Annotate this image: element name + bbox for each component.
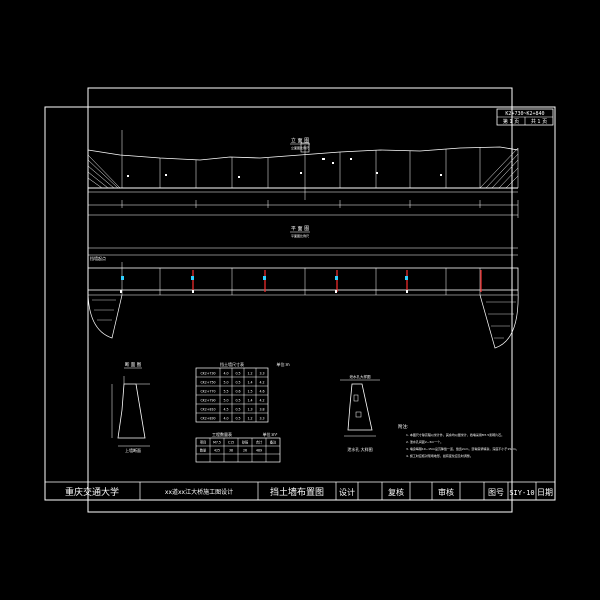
dimension-table-cell: 0.5 bbox=[235, 407, 240, 411]
dimension-table-cell: 4.6 bbox=[259, 389, 264, 393]
dimension-table-cell: 0.5 bbox=[235, 416, 240, 420]
plan-wall-band bbox=[87, 267, 519, 291]
sheet-page-no: 第 1 页 bbox=[503, 118, 519, 125]
right-slope-fan bbox=[479, 147, 519, 189]
notes: 附注: 1. 本图尺寸除高程以米计外，其余均以厘米计，挡墙采用M7.5浆砌片石。… bbox=[398, 423, 519, 458]
plan-drain-marks bbox=[121, 276, 408, 280]
title-block: 重庆交通大学 xx道xx江大桥施工图设计 挡土墙布置图 设计 复核 审核 图号 … bbox=[45, 481, 555, 500]
drain-wall-shape bbox=[347, 383, 373, 431]
elevation-segments bbox=[121, 130, 481, 200]
plan-subtitle: 平面图比例尺 bbox=[291, 233, 309, 238]
dimension-table-cell: 1.5 bbox=[247, 389, 252, 393]
dimension-table-cell: 5.5 bbox=[223, 389, 228, 393]
title-school: 重庆交通大学 bbox=[65, 486, 119, 498]
sheet-inner-frame bbox=[44, 106, 556, 501]
dimension-table-cell: 3.3 bbox=[259, 371, 264, 375]
plan-joint-marks bbox=[192, 270, 482, 292]
quantity-table-cell: 489 bbox=[256, 449, 262, 453]
dimension-table-cell: 3.3 bbox=[259, 416, 264, 420]
dimension-table-cell: CK2+810 bbox=[200, 407, 215, 411]
dimension-table-cell: 1.2 bbox=[247, 371, 252, 375]
dimension-table-cell: 0.5 bbox=[235, 371, 240, 375]
quantity-table-cell: 备注 bbox=[270, 440, 277, 445]
sheet-outer-border bbox=[87, 87, 513, 513]
plan-bottom-markers bbox=[120, 290, 408, 293]
quantity-table-cell: C15 bbox=[228, 441, 234, 445]
quantity-table-cell: 数量 bbox=[200, 448, 207, 453]
dimension-table-cell: CK2+770 bbox=[200, 389, 215, 393]
title-project: xx道xx江大桥施工图设计 bbox=[165, 488, 233, 496]
notes-line-2: 2. 泄水孔间距2~3m一个。 bbox=[406, 439, 443, 444]
dimension-table-cell: 1.3 bbox=[247, 407, 252, 411]
section-view: 断 面 图 上墙断面 bbox=[111, 361, 150, 453]
quantity-table-cell: 425 bbox=[214, 449, 220, 453]
dimension-table-cell: 4.5 bbox=[223, 407, 228, 411]
dimension-table-cell: 0.6 bbox=[235, 389, 240, 393]
elevation-subtitle: 立面图比例尺 bbox=[291, 145, 309, 150]
sheet-code: K2+730~K2+840 bbox=[505, 111, 544, 117]
dimension-table-cell: CK2+750 bbox=[200, 380, 215, 384]
dimension-table-cell: CK2+730 bbox=[200, 371, 215, 375]
dimension-table-cell: CK2+790 bbox=[200, 398, 215, 402]
dimension-table-cell: 5.0 bbox=[223, 380, 228, 384]
title-approve: 审核 bbox=[438, 487, 454, 497]
quantity-table-cell: 38 bbox=[229, 449, 233, 453]
title-date-label: 日期 bbox=[537, 488, 553, 497]
notes-line-4: 4. 施工时应核对现场地形，如有变化应及时调整。 bbox=[406, 453, 473, 458]
drain-detail: 泄水孔大样图 泄水孔 大样图 bbox=[340, 374, 380, 452]
title-drawing: 挡土墙布置图 bbox=[270, 486, 324, 498]
dimension-table-cell: 4.2 bbox=[259, 398, 264, 402]
dimension-table-cell: CK2+830 bbox=[200, 416, 215, 420]
quantity-table-unit: 单位:m³ bbox=[263, 431, 278, 437]
title-fig-no: SIY-10 bbox=[509, 489, 534, 497]
section-label: 上墙断面 bbox=[125, 447, 141, 453]
dimension-table-cell: 4.2 bbox=[259, 380, 264, 384]
elevation-markers bbox=[127, 158, 442, 178]
title-fig-label: 图号 bbox=[488, 488, 504, 497]
dimension-table-unit: 单位:m bbox=[276, 361, 289, 367]
elevation-title: 立 面 图 bbox=[291, 137, 309, 144]
title-review: 复核 bbox=[388, 487, 404, 497]
dimension-table-cell: 3.8 bbox=[259, 407, 264, 411]
dimension-table-caption: 挡土墙尺寸表 bbox=[220, 361, 244, 367]
dimension-table-cell: 0.5 bbox=[235, 398, 240, 402]
drain-detail-label: 泄水孔 大样图 bbox=[347, 446, 372, 452]
section-wall-shape bbox=[117, 383, 146, 439]
quantity-table-cell: 砂砾 bbox=[242, 440, 249, 445]
quantity-table-cell: 26 bbox=[243, 449, 247, 453]
dimension-table-cell: 0.5 bbox=[235, 380, 240, 384]
section-title: 断 面 图 bbox=[125, 361, 142, 368]
drain-detail-title: 泄水孔大样图 bbox=[350, 374, 371, 379]
elevation-center-mark bbox=[300, 142, 310, 153]
quantity-table-cell: M7.5 bbox=[213, 441, 221, 445]
elevation-view: 立 面 图 立面图比例尺 bbox=[87, 130, 519, 218]
plan-view: 平 面 图 平面图比例尺 挡墙起点 bbox=[87, 226, 519, 349]
quantity-table-cell: 合计 bbox=[256, 440, 263, 445]
dimension-table-cell: 4.0 bbox=[223, 371, 228, 375]
left-slope-fan bbox=[87, 154, 121, 189]
dimension-table-cell: 5.0 bbox=[223, 398, 228, 402]
title-design: 设计 bbox=[339, 487, 355, 497]
notes-line-1: 1. 本图尺寸除高程以米计外，其余均以厘米计，挡墙采用M7.5浆砌片石。 bbox=[406, 432, 504, 437]
plan-left-arc bbox=[87, 289, 123, 339]
plan-left-label: 挡墙起点 bbox=[90, 255, 106, 261]
sheet-info-box: K2+730~K2+840 第 1 页 共 1 页 bbox=[496, 108, 554, 126]
quantity-table-caption: 工程数量表 bbox=[212, 431, 232, 437]
notes-heading: 附注: bbox=[398, 423, 409, 430]
plan-title: 平 面 图 bbox=[291, 226, 309, 232]
dimension-table-cell: 1.4 bbox=[247, 398, 252, 402]
notes-line-3: 3. 墙身每隔10~15m设沉降缝一道，缝宽2cm，沥青麻絮填塞，深度不小于15… bbox=[406, 446, 519, 451]
dimension-table-cell: 1.2 bbox=[247, 416, 252, 420]
plan-right-arc bbox=[479, 289, 519, 349]
sheet-page-total: 共 1 页 bbox=[531, 118, 547, 125]
quantity-table-cell: 项目 bbox=[200, 441, 206, 445]
dimension-table-cell: 4.0 bbox=[223, 416, 228, 420]
dimension-table-cell: 1.4 bbox=[247, 380, 252, 384]
